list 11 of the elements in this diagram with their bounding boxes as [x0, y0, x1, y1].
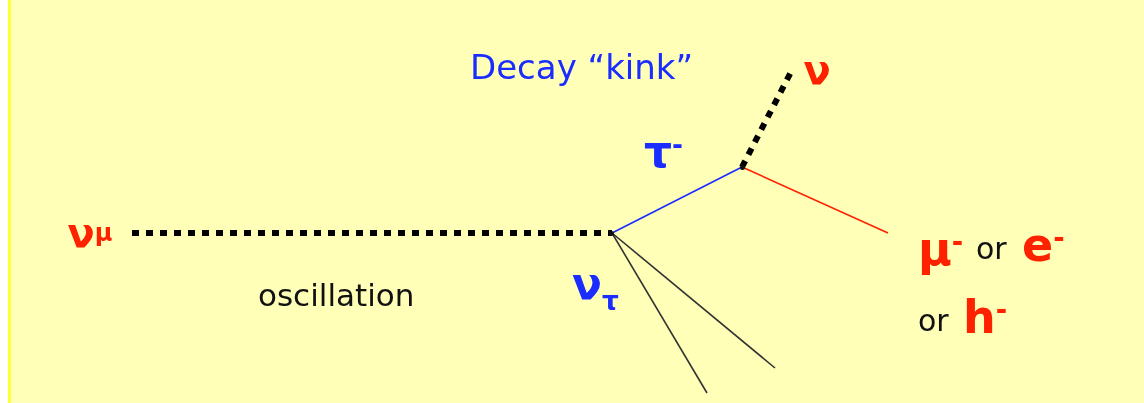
particle-symbol: e$^{-}$	[1022, 222, 1065, 268]
decay-vertex	[740, 165, 745, 170]
particle-track	[611, 232, 776, 369]
particle-symbol: h$^{-}$	[963, 294, 1008, 340]
interaction-vertex	[609, 231, 614, 236]
neutrino-path	[132, 230, 612, 236]
particle-track	[611, 166, 743, 234]
particle-symbol: ν	[792, 45, 842, 95]
annotation-text: Decay “kink”	[470, 50, 694, 84]
connector-word: or	[976, 234, 1007, 264]
connector-word: or	[918, 306, 949, 336]
